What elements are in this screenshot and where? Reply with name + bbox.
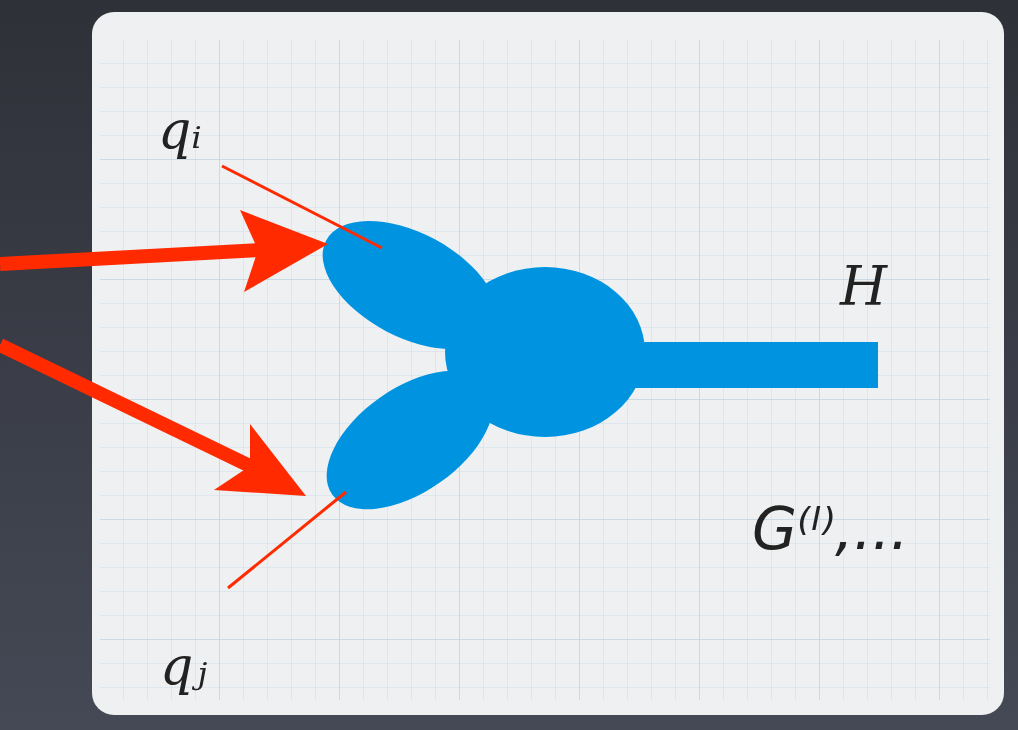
vertex-blob: [302, 194, 878, 537]
leader-lines: [222, 166, 382, 588]
operator-label: G⁽ˡ⁾,...: [752, 500, 909, 558]
panel: [92, 12, 1004, 715]
higgs-label: H: [840, 260, 887, 314]
quark-label: qᵢ: [158, 104, 202, 156]
quark-label: qⱼ: [160, 640, 207, 692]
grid: [100, 40, 990, 700]
red-arrows: [0, 210, 328, 496]
